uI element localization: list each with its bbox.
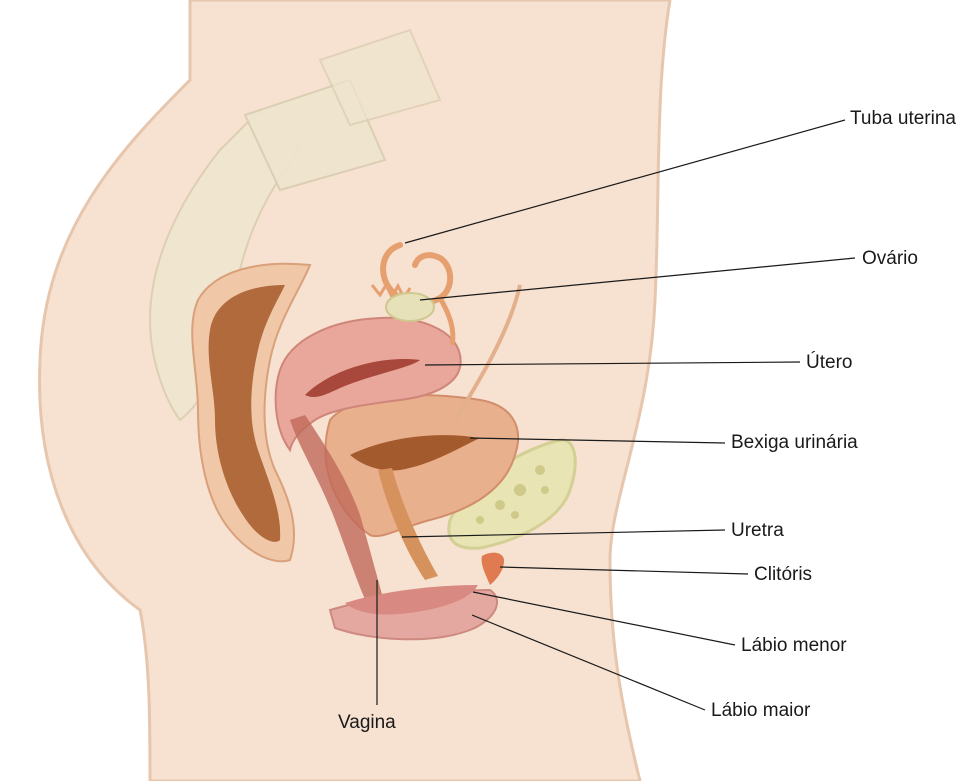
label-labio-maior: Lábio maior — [711, 700, 811, 721]
label-tuba-uterina: Tuba uterina — [850, 108, 956, 129]
bladder-lumen — [350, 435, 480, 471]
label-uretra: Uretra — [731, 520, 784, 541]
uterine-cavity — [305, 359, 420, 398]
cervix-vagina-canal — [290, 415, 385, 610]
ovary — [385, 292, 435, 322]
rectum — [191, 262, 312, 563]
label-labio-menor: Lábio menor — [741, 635, 847, 656]
tube-to-uterus — [437, 296, 456, 346]
label-ovario: Ovário — [862, 248, 918, 269]
label-utero: Útero — [806, 351, 852, 373]
labia-minora — [345, 585, 478, 615]
label-bexiga-urinaria: Bexiga urinária — [731, 432, 858, 453]
leader-uretra — [401, 529, 726, 538]
label-vagina: Vagina — [338, 712, 396, 733]
leader-bexiga — [469, 437, 726, 444]
leader-labio-maior — [471, 614, 706, 711]
urethra — [378, 468, 438, 580]
uterus-body — [274, 316, 462, 453]
leader-ovario — [419, 257, 856, 301]
pubic-bone-texture — [476, 465, 549, 524]
uterus — [274, 316, 462, 610]
clitoris — [481, 552, 505, 585]
spine — [148, 28, 442, 422]
leader-utero — [424, 361, 801, 366]
leader-labio-menor — [472, 591, 736, 646]
label-clitoris: Clitóris — [754, 564, 812, 585]
vertebra-2 — [318, 28, 442, 127]
rectum-inner — [208, 285, 285, 542]
leader-tuba — [404, 119, 846, 244]
leader-clitoris — [499, 566, 749, 575]
ligament — [453, 284, 522, 422]
